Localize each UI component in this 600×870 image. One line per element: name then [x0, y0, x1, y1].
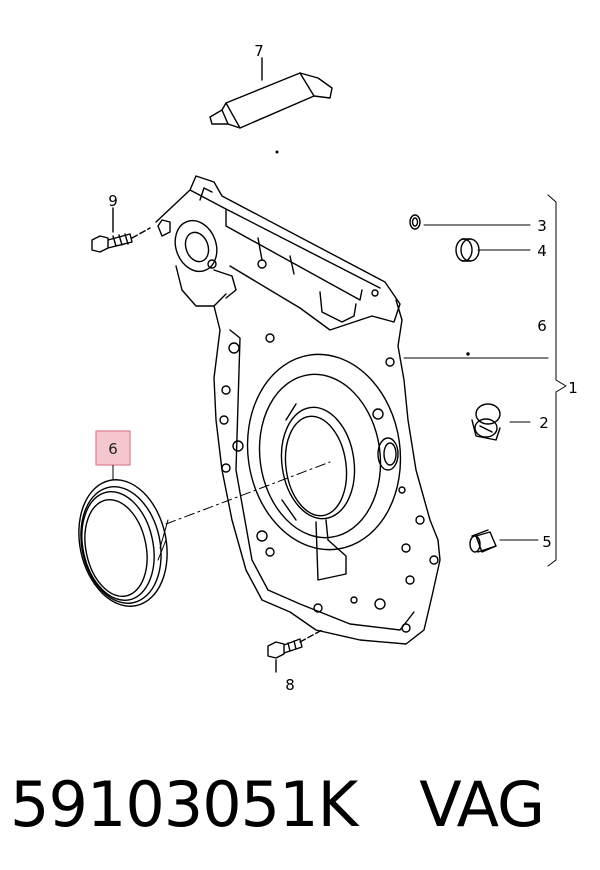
callout-5: 5: [542, 533, 552, 551]
bolt-8: [267, 629, 323, 673]
leader-lines: [403, 194, 567, 567]
crankshaft-seal: [78, 461, 331, 607]
callout-3: 3: [537, 217, 547, 235]
bolt-9: [91, 207, 151, 253]
dowel-sleeve-5: [469, 529, 497, 553]
callout-2: 2: [539, 414, 549, 432]
sealant-tube: [209, 57, 333, 129]
brand-name: VAG: [419, 768, 545, 841]
callout-9: 9: [108, 192, 118, 210]
callout-8: 8: [285, 676, 295, 694]
callout-6-seal: 6: [108, 440, 118, 458]
o-ring-3: [409, 214, 421, 230]
callout-7: 7: [254, 42, 264, 60]
sensor-2: [471, 403, 501, 441]
engine-front-cover: [155, 175, 441, 645]
callout-1: 1: [568, 379, 578, 397]
callout-6-cover: 6: [537, 317, 547, 335]
callout-4: 4: [537, 242, 547, 260]
part-number: 59103051K: [10, 768, 358, 841]
highlight-box: [95, 430, 131, 466]
exploded-parts-diagram: 7 9 3 4 6 1 2 5 6 8: [78, 42, 578, 694]
part-caption: 59103051K VAG: [10, 760, 590, 850]
plug-4: [455, 238, 480, 262]
